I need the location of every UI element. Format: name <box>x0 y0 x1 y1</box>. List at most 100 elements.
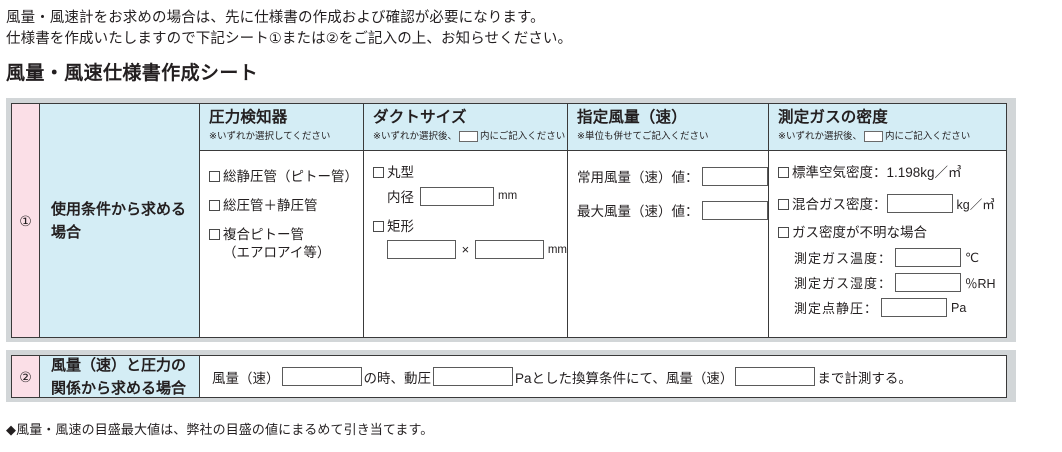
checkbox-icon-pitot-tube[interactable] <box>209 171 220 182</box>
table-1-body: 圧力検知器 ※いずれか選択してください ダクトサイズ ※いずれか選択後、 内にご… <box>200 104 1006 337</box>
mixed-gas-density-unit: kg／㎥ <box>956 197 995 212</box>
checkbox-icon-round-duct[interactable] <box>373 167 384 178</box>
sentence-segment-4: まで計測する。 <box>817 370 912 386</box>
header-title-specified-flow: 指定風量（速） <box>577 109 687 126</box>
round-duct-diameter-group: 内径 mm <box>387 186 567 206</box>
header-sub-text-1a: ※いずれか選択してください <box>209 131 331 142</box>
gas-humidity-row: 測定ガス湿度： ％RH <box>794 273 1006 292</box>
max-flow-label: 最大風量（速）値： <box>577 204 699 219</box>
normal-flow-input[interactable] <box>701 166 768 186</box>
static-pressure-label: 測定点静圧： <box>794 301 879 316</box>
header-sub-duct-size: ※いずれか選択後、 内にご記入ください <box>373 130 567 143</box>
row-number-label-1: ① <box>19 212 32 229</box>
checkbox-icon-mixed-gas-density[interactable] <box>778 199 789 210</box>
content-cell-gas-density: 標準空気密度：1.198kg／㎥ 混合ガス密度： kg／㎥ ガス密度が不明な場合… <box>769 151 1006 337</box>
header-inline-box-icon-gas <box>863 131 883 142</box>
header-sub-pressure-detector: ※いずれか選択してください <box>209 130 363 143</box>
intro-line-1: 風量・風速計をお求めの場合は、先に仕様書の作成および確認が必要になります。 <box>6 10 545 26</box>
row-label-cell-2: 風量（速）と圧力の関係から求める場合 <box>40 356 200 397</box>
row-label-text-2: 風量（速）と圧力の関係から求める場合 <box>51 356 187 397</box>
header-sub-text-4a: ※いずれか選択後、 <box>778 131 862 142</box>
table-1-content-row: 総静圧管（ピトー管） 総圧管＋静圧管 複合ピトー管 （エアロアイ等） 丸型 <box>200 151 1006 337</box>
header-sub-text-3a: ※単位も併せてご記入ください <box>577 131 709 142</box>
header-sub-gas-density: ※いずれか選択後、 内にご記入ください <box>778 130 1006 143</box>
header-sub-text-2a: ※いずれか選択後、 <box>373 131 457 142</box>
round-duct-diameter-unit: mm <box>498 190 518 202</box>
round-duct-diameter-label: 内径 <box>387 190 414 205</box>
content-cell-pressure-detector: 総静圧管（ピトー管） 総圧管＋静圧管 複合ピトー管 （エアロアイ等） <box>200 151 364 337</box>
footer-note: ◆風量・風速の目盛最大値は、弊社の目盛の値にまるめて引き当てます。 <box>6 422 434 437</box>
row-number-cell-1: ① <box>12 104 40 337</box>
checkbox-row-pitot-tube[interactable]: 総静圧管（ピトー管） <box>209 168 363 186</box>
gas-humidity-input[interactable] <box>895 273 962 292</box>
gas-temperature-label: 測定ガス温度： <box>794 251 893 266</box>
rectangular-duct-dimensions-group: × mm <box>387 240 567 259</box>
row-label-text-1: 使用条件から求める場合 <box>51 200 187 241</box>
static-pressure-row: 測定点静圧： Pa <box>794 298 1006 317</box>
normal-flow-label: 常用風量（速）値： <box>577 170 699 185</box>
sentence-segment-2: の時、動圧 <box>363 370 432 386</box>
normal-flow-row: 常用風量（速）値： <box>577 166 768 186</box>
checkbox-row-rectangular-duct[interactable]: 矩形 <box>373 218 567 236</box>
mixed-gas-density-input[interactable] <box>886 193 953 213</box>
header-inline-box-icon-duct <box>458 131 478 142</box>
header-title-gas-density: 測定ガスの密度 <box>778 109 888 126</box>
sentence-segment-3: Paとした換算条件にて、風量（速） <box>515 370 734 386</box>
rectangular-duct-times-symbol: × <box>461 242 470 257</box>
intro-text-block: 風量・風速計をお求めの場合は、先に仕様書の作成および確認が必要になります。 仕様… <box>6 8 1006 50</box>
rectangular-duct-unit: mm <box>547 243 567 256</box>
header-title-pressure-detector: 圧力検知器 <box>209 109 288 126</box>
checkbox-label-standard-air-density: 標準空気密度：1.198kg／㎥ <box>792 165 962 180</box>
checkbox-label-composite-pitot: 複合ピトー管 <box>223 227 304 242</box>
row-label-cell-1: 使用条件から求める場合 <box>40 104 200 337</box>
header-cell-pressure-detector: 圧力検知器 ※いずれか選択してください <box>200 104 364 150</box>
checkbox-row-total-static-pressure[interactable]: 総圧管＋静圧管 <box>209 197 363 215</box>
checkbox-row-mixed-gas-density[interactable]: 混合ガス密度： kg／㎥ <box>778 193 1006 213</box>
row-number-label-2: ② <box>19 368 32 385</box>
gas-humidity-unit: ％RH <box>965 277 996 291</box>
checkbox-row-standard-air-density[interactable]: 標準空気密度：1.198kg／㎥ <box>778 164 1006 182</box>
content-cell-duct-size: 丸型 内径 mm 矩形 × mm <box>364 151 568 337</box>
header-cell-duct-size: ダクトサイズ ※いずれか選択後、 内にご記入ください <box>364 104 568 150</box>
gas-temperature-input[interactable] <box>895 248 962 267</box>
checkbox-label-unknown-density: ガス密度が不明な場合 <box>792 225 927 240</box>
checkbox-icon-rectangular-duct[interactable] <box>373 221 384 232</box>
checkbox-row-composite-pitot[interactable]: 複合ピトー管 <box>209 226 363 244</box>
checkbox-label-total-static-pressure: 総圧管＋静圧管 <box>223 198 318 213</box>
table-2-sentence: 風量（速） の時、動圧 Paとした換算条件にて、風量（速） まで計測する。 <box>200 356 1006 397</box>
header-sub-text-2b: 内にご記入ください <box>479 131 566 142</box>
flow-value-input-2[interactable] <box>735 367 816 386</box>
round-duct-diameter-input[interactable] <box>420 186 494 206</box>
rectangular-duct-width-input[interactable] <box>387 240 456 259</box>
checkbox-icon-composite-pitot[interactable] <box>209 229 220 240</box>
header-sub-text-4b: 内にご記入ください <box>884 131 971 142</box>
checkbox-row-round-duct[interactable]: 丸型 <box>373 164 567 182</box>
max-flow-row: 最大風量（速）値： <box>577 200 768 220</box>
static-pressure-input[interactable] <box>881 298 948 317</box>
header-title-duct-size: ダクトサイズ <box>373 109 467 126</box>
checkbox-row-unknown-density[interactable]: ガス密度が不明な場合 <box>778 224 1006 242</box>
intro-line-2: 仕様書を作成いたしますので下記シート①または②をご記入の上、お知らせください。 <box>6 31 573 47</box>
checkbox-label-rectangular-duct: 矩形 <box>387 219 414 234</box>
page-title: 風量・風速仕様書作成シート <box>6 63 259 84</box>
dynamic-pressure-input[interactable] <box>433 367 513 386</box>
checkbox-label-pitot-tube: 総静圧管（ピトー管） <box>223 169 358 184</box>
row-number-cell-2: ② <box>12 356 40 397</box>
header-cell-gas-density: 測定ガスの密度 ※いずれか選択後、 内にご記入ください <box>769 104 1006 150</box>
specification-table-row-2: ② 風量（速）と圧力の関係から求める場合 風量（速） の時、動圧 Paとした換算… <box>11 355 1007 398</box>
static-pressure-unit: Pa <box>951 300 967 315</box>
checkbox-label-round-duct: 丸型 <box>387 165 414 180</box>
max-flow-input[interactable] <box>701 200 768 220</box>
header-cell-specified-flow: 指定風量（速） ※単位も併せてご記入ください <box>568 104 769 150</box>
checkbox-sublabel-composite-pitot: （エアロアイ等） <box>223 245 331 260</box>
gas-temperature-unit: ℃ <box>965 251 980 265</box>
checkbox-icon-total-static-pressure[interactable] <box>209 200 220 211</box>
flow-value-input-1[interactable] <box>281 367 362 386</box>
gas-humidity-label: 測定ガス湿度： <box>794 276 893 291</box>
checkbox-icon-standard-air-density[interactable] <box>778 167 789 178</box>
rectangular-duct-height-input[interactable] <box>475 240 544 259</box>
checkbox-icon-unknown-density[interactable] <box>778 227 789 238</box>
gas-temperature-row: 測定ガス温度： ℃ <box>794 248 1006 267</box>
specification-table-row-1: ① 使用条件から求める場合 圧力検知器 ※いずれか選択してください ダクトサイズ… <box>11 103 1007 338</box>
header-sub-specified-flow: ※単位も併せてご記入ください <box>577 130 768 143</box>
